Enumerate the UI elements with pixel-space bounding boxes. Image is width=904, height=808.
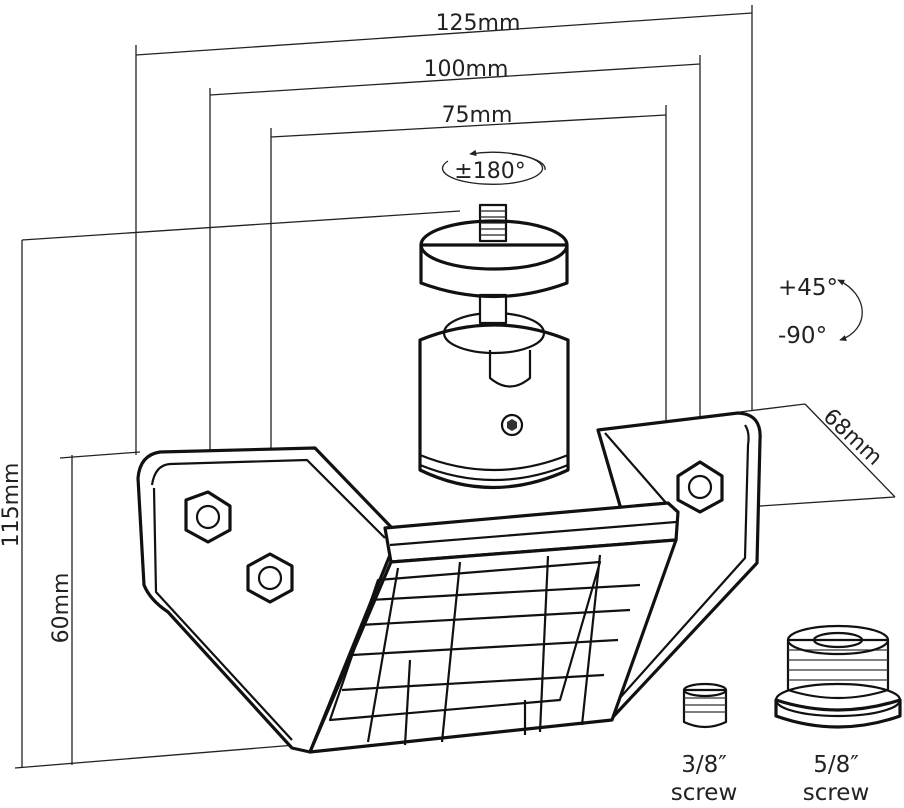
tilt-down-label: -90°: [778, 323, 827, 349]
large-adapter-icon: [774, 624, 902, 729]
small-adapter-icon: [682, 682, 728, 729]
rotation-label: ±180°: [454, 159, 525, 184]
dim-125-label: 125mm: [436, 11, 521, 36]
large-adapter-size: 5/8″: [813, 752, 859, 778]
nut-right-icon: [676, 460, 724, 514]
dim-68-label: 68mm: [818, 404, 887, 471]
dim-60-label: 60mm: [49, 573, 74, 644]
dimension-lines: [14, 5, 896, 769]
tilt-arrow-icon: [837, 279, 863, 341]
small-adapter-size: 3/8″: [681, 752, 727, 778]
tilt-up-label: +45°: [778, 275, 838, 301]
nut-left-upper-icon: [184, 490, 232, 544]
dim-100-label: 100mm: [424, 57, 509, 82]
dim-75-label: 75mm: [442, 103, 513, 128]
ball-head: [418, 203, 570, 489]
small-adapter-label: screw: [671, 780, 738, 806]
dim-115-label: 115mm: [0, 463, 24, 548]
large-adapter-label: screw: [803, 780, 870, 806]
rotation-indicator: [441, 149, 546, 185]
nut-left-lower-icon: [246, 552, 294, 604]
